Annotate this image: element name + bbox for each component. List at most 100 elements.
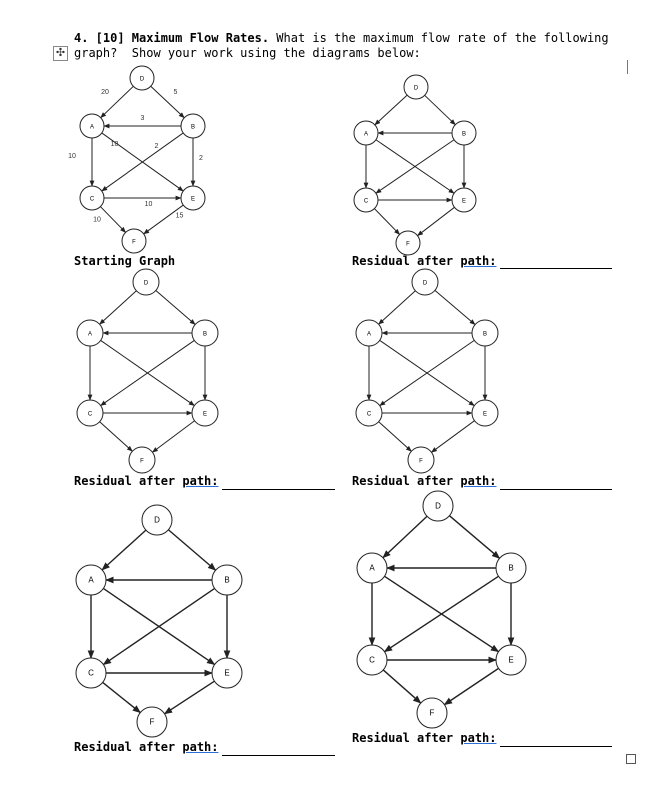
node-A	[76, 319, 104, 347]
node-label: F	[140, 459, 144, 465]
question-text: What is the maximum flow rate of the fol…	[269, 31, 609, 45]
edge-E-F	[163, 680, 215, 715]
edge-B-C	[100, 340, 195, 406]
answer-blank[interactable]	[500, 267, 612, 269]
edge-B-C	[102, 587, 216, 666]
edge-capacity-label: 10	[68, 153, 76, 160]
node-F	[416, 697, 448, 729]
node-label: E	[203, 412, 207, 418]
edge-B-C	[375, 139, 455, 194]
edge-C-F	[99, 421, 133, 452]
move-icon[interactable]: ✣	[53, 46, 68, 61]
answer-blank[interactable]	[500, 745, 612, 747]
edge-capacity-label: 20	[101, 89, 109, 96]
node-label: A	[367, 332, 371, 338]
edge-D-B	[167, 529, 217, 571]
node-label: E	[462, 199, 466, 205]
node-F	[136, 706, 168, 738]
node-label: A	[88, 332, 92, 338]
node-C	[76, 399, 104, 427]
edge-B-C	[383, 575, 499, 653]
node-label: D	[144, 281, 149, 287]
edge-capacity-label: 10	[93, 217, 101, 224]
edge-capacity-label: 5	[174, 89, 178, 96]
edge-C-F	[374, 208, 401, 235]
answer-blank[interactable]	[222, 754, 335, 756]
edge-B-C	[379, 339, 475, 407]
node-label: D	[414, 86, 419, 92]
node-F	[121, 228, 147, 254]
node-label: F	[430, 709, 435, 718]
node-label: D	[423, 281, 428, 287]
edge-C-F	[378, 421, 412, 452]
node-label: B	[224, 576, 229, 585]
residual-caption: Residual after path:	[74, 740, 219, 754]
node-B	[495, 552, 527, 584]
edge-D-A	[100, 85, 134, 119]
node-label: C	[367, 412, 372, 418]
edge-capacity-label: 3	[141, 115, 145, 122]
edge-capacity-label: 2	[155, 143, 159, 150]
edge-D-B	[424, 94, 456, 126]
node-label: C	[88, 669, 94, 678]
node-B	[180, 113, 206, 139]
edge-D-B	[150, 85, 185, 119]
node-C	[75, 657, 107, 689]
node-D	[141, 504, 173, 536]
node-E	[180, 185, 206, 211]
edge-C-F	[382, 669, 422, 704]
checkbox[interactable]	[626, 754, 636, 764]
node-E	[191, 399, 219, 427]
edge-D-B	[448, 515, 501, 559]
edge-E-F	[151, 420, 195, 453]
edge-E-F	[430, 420, 475, 453]
node-label: F	[150, 718, 155, 727]
question-line-2: graph? Show your work using the diagrams…	[74, 46, 421, 60]
question-line-1: 4. [10] Maximum Flow Rates. What is the …	[74, 31, 609, 45]
edge-D-B	[434, 290, 476, 325]
node-C	[356, 644, 388, 676]
node-A	[355, 319, 383, 347]
edge-C-F	[100, 206, 127, 233]
answer-blank[interactable]	[222, 488, 335, 490]
node-label: C	[369, 656, 375, 665]
edge-D-A	[374, 94, 408, 126]
node-label: B	[203, 332, 207, 338]
residual-caption: Residual after path:	[352, 731, 497, 745]
node-D	[403, 74, 429, 100]
question-number-title: 4. [10] Maximum Flow Rates.	[74, 31, 270, 45]
answer-blank[interactable]	[500, 488, 612, 490]
node-label: D	[435, 502, 441, 511]
node-label: D	[154, 516, 160, 525]
node-D	[132, 268, 160, 296]
node-label: B	[483, 332, 487, 338]
node-label: B	[462, 132, 466, 138]
node-B	[191, 319, 219, 347]
edge-capacity-label: 15	[176, 213, 184, 220]
node-label: A	[88, 576, 94, 585]
node-C	[355, 399, 383, 427]
residual-caption: Residual after path:	[74, 474, 219, 488]
node-label: B	[191, 125, 195, 131]
residual-caption: Residual after path:	[352, 254, 497, 268]
edge-capacity-label: 2	[199, 155, 203, 162]
edge-D-A	[101, 529, 147, 571]
edge-D-A	[99, 290, 137, 325]
node-A	[356, 552, 388, 584]
edge-E-F	[443, 667, 499, 706]
node-label: A	[369, 564, 375, 573]
node-label: D	[140, 77, 145, 83]
edge-capacity-label: 10	[111, 141, 119, 148]
node-C	[353, 187, 379, 213]
node-A	[75, 564, 107, 596]
edge-C-F	[102, 681, 141, 714]
edge-D-A	[382, 515, 428, 559]
node-label: E	[191, 197, 195, 203]
node-F	[395, 230, 421, 256]
node-E	[211, 657, 243, 689]
